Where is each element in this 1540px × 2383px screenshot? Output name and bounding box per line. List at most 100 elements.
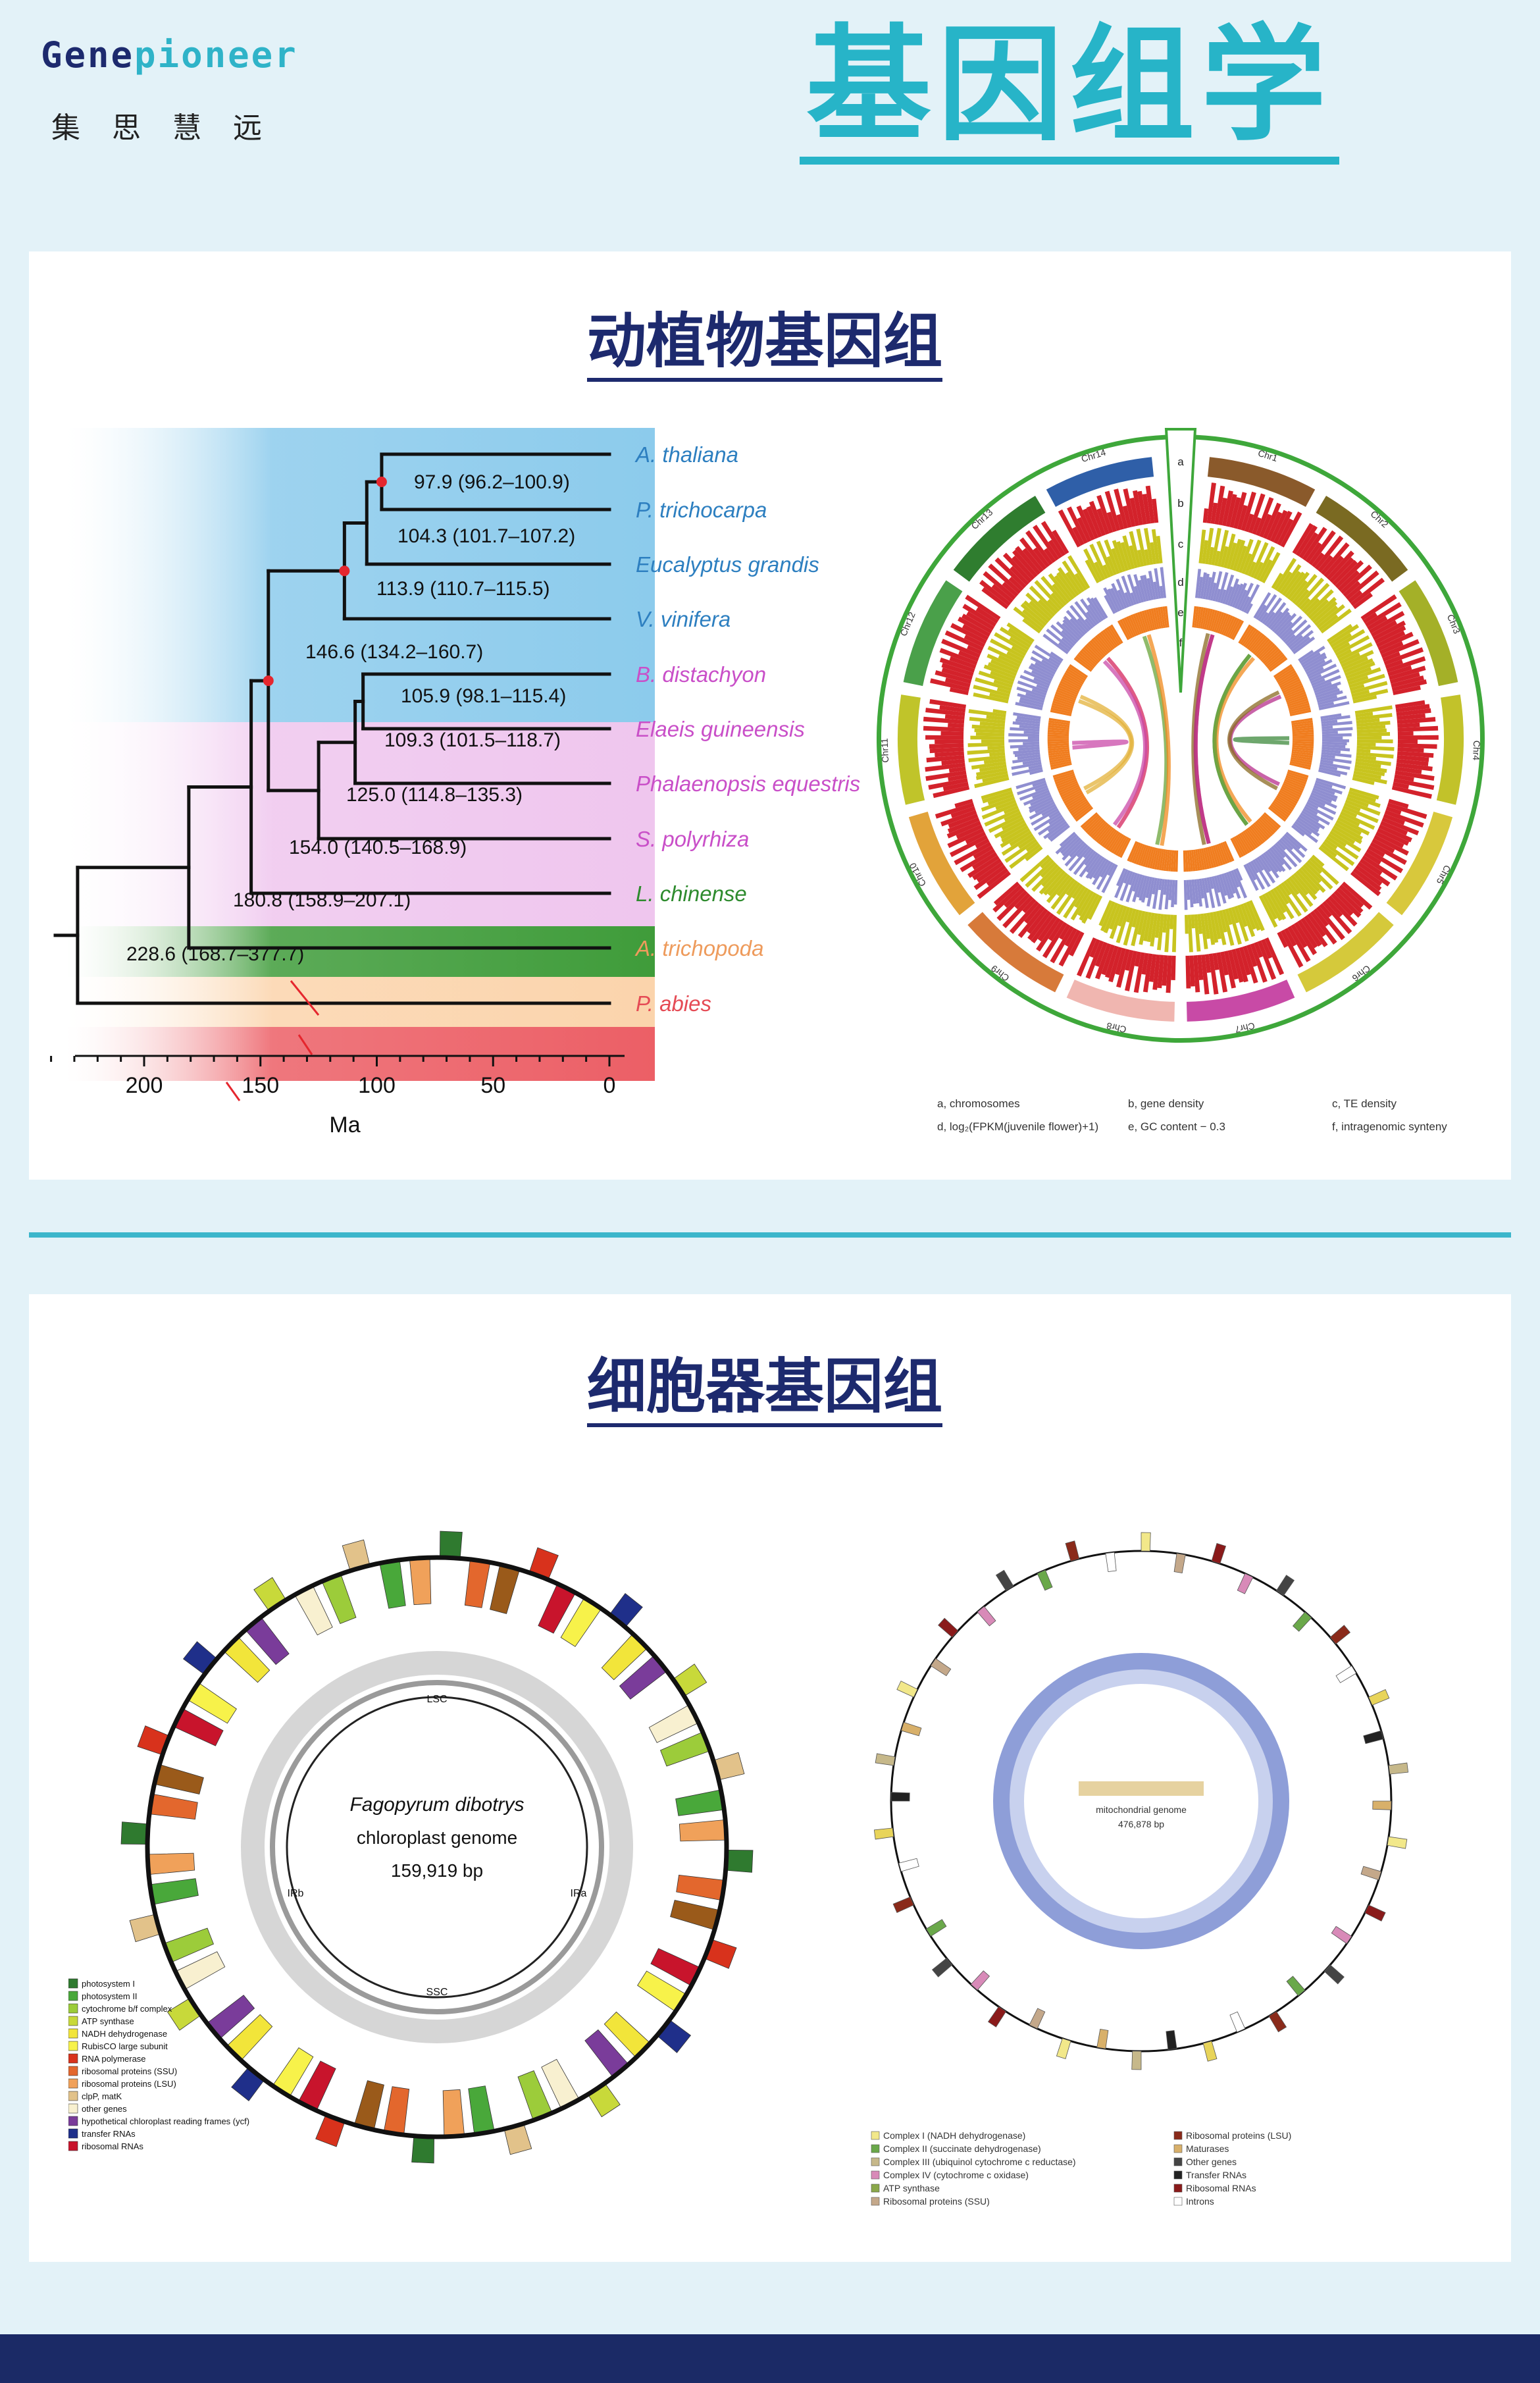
track-bar [1031,688,1047,696]
track-bar [972,858,1002,881]
track-bar [928,777,968,790]
track-bar [982,773,1009,783]
track-bar [1198,849,1205,870]
track-bar [983,571,1016,600]
track-bar [1268,611,1283,629]
track-bar [1115,947,1126,976]
track-bar [1104,539,1120,575]
track-bar [1144,549,1150,565]
track-bar [1027,736,1040,740]
track-bar [1111,548,1123,573]
track-bar [1265,851,1283,873]
track-bar [1142,494,1151,525]
species-name: Fagopyrum dibotrys [349,1794,524,1816]
track-bar [1194,879,1200,904]
track-bar [1032,780,1046,787]
inner-disk [1024,1684,1258,1918]
track-bar [949,656,977,669]
track-bar [1002,552,1033,583]
gene-block [587,2082,621,2118]
track-bar [1334,822,1364,841]
track-bar [1092,637,1109,654]
track-bar [1084,618,1094,629]
track-bar [946,820,981,839]
track-bar [1131,842,1141,864]
track-bar [1013,606,1043,631]
track-bar [1032,789,1050,799]
track-bar [1046,628,1072,650]
gene-block [896,1681,918,1698]
gene-block [1131,2051,1142,2070]
track-bar [1119,837,1131,858]
track-bar [1221,909,1235,946]
track-bar [1243,584,1260,614]
track-bar [1079,650,1098,666]
gene-block [930,1658,952,1677]
chromosome-label: Chr11 [879,738,890,763]
track-bar [1013,712,1041,720]
track-bar [929,743,964,749]
track-bar [1333,642,1350,654]
track-bar [1257,940,1277,980]
track-bar [950,806,976,818]
track-bar [1343,658,1373,673]
track-bar [1375,831,1404,849]
track-bar [1036,684,1048,691]
legend-swatch [871,2157,880,2166]
track-bar [1024,903,1042,924]
track-bar [1202,847,1210,870]
track-bar [1315,780,1333,789]
track-bar [1216,952,1228,993]
track-bar [1022,618,1041,634]
track-bar [1128,872,1136,885]
track-bar [1370,841,1407,865]
track-bar [1372,620,1406,641]
track-bar [1327,833,1347,847]
track-bar [1285,775,1307,785]
gene-block [442,2089,465,2137]
track-bar [1397,751,1434,758]
track-bar [1204,954,1212,973]
gene-block [1368,1689,1390,1706]
genome-size: 476,878 bp [1118,1819,1164,1829]
track-bar [1256,640,1272,658]
track-bar [996,687,1011,694]
track-bar [1267,891,1287,920]
track-bar [1198,529,1206,563]
track-bar [994,557,1027,589]
track-bar [1047,872,1069,897]
track-bar [1062,622,1081,641]
track-bar [1322,741,1347,746]
track-bar [1090,597,1106,620]
track-bar [1228,618,1240,639]
track-bar [1220,842,1230,864]
track-bar [1291,636,1311,652]
track-bar [1123,908,1137,946]
gene-block [1275,1575,1295,1596]
track-bar [1162,955,1168,986]
track-bar [1217,612,1227,634]
track-bar [1048,814,1063,825]
track-bar [1012,721,1040,727]
track-bar [1333,890,1362,918]
track-bar [1306,659,1333,675]
track-bar [1396,762,1433,772]
track-bar [1050,651,1064,662]
track-bar [1015,546,1041,575]
track-bar [1235,947,1248,983]
gene-block [383,2086,410,2135]
track-bar [1060,835,1079,854]
track-bar [991,584,1014,603]
track-bar [1110,588,1123,611]
track-bar [1085,940,1104,980]
track-bar [1050,758,1071,766]
tree-node-label: 109.3 (101.5–118.7) [384,729,561,751]
track-bar [1022,548,1044,573]
track-bar [1048,573,1072,602]
track-bar [1047,732,1069,735]
track-bar [1127,574,1139,604]
chromosome-arc [953,496,1046,582]
track-bar [1356,748,1371,753]
track-bar [1274,843,1298,868]
